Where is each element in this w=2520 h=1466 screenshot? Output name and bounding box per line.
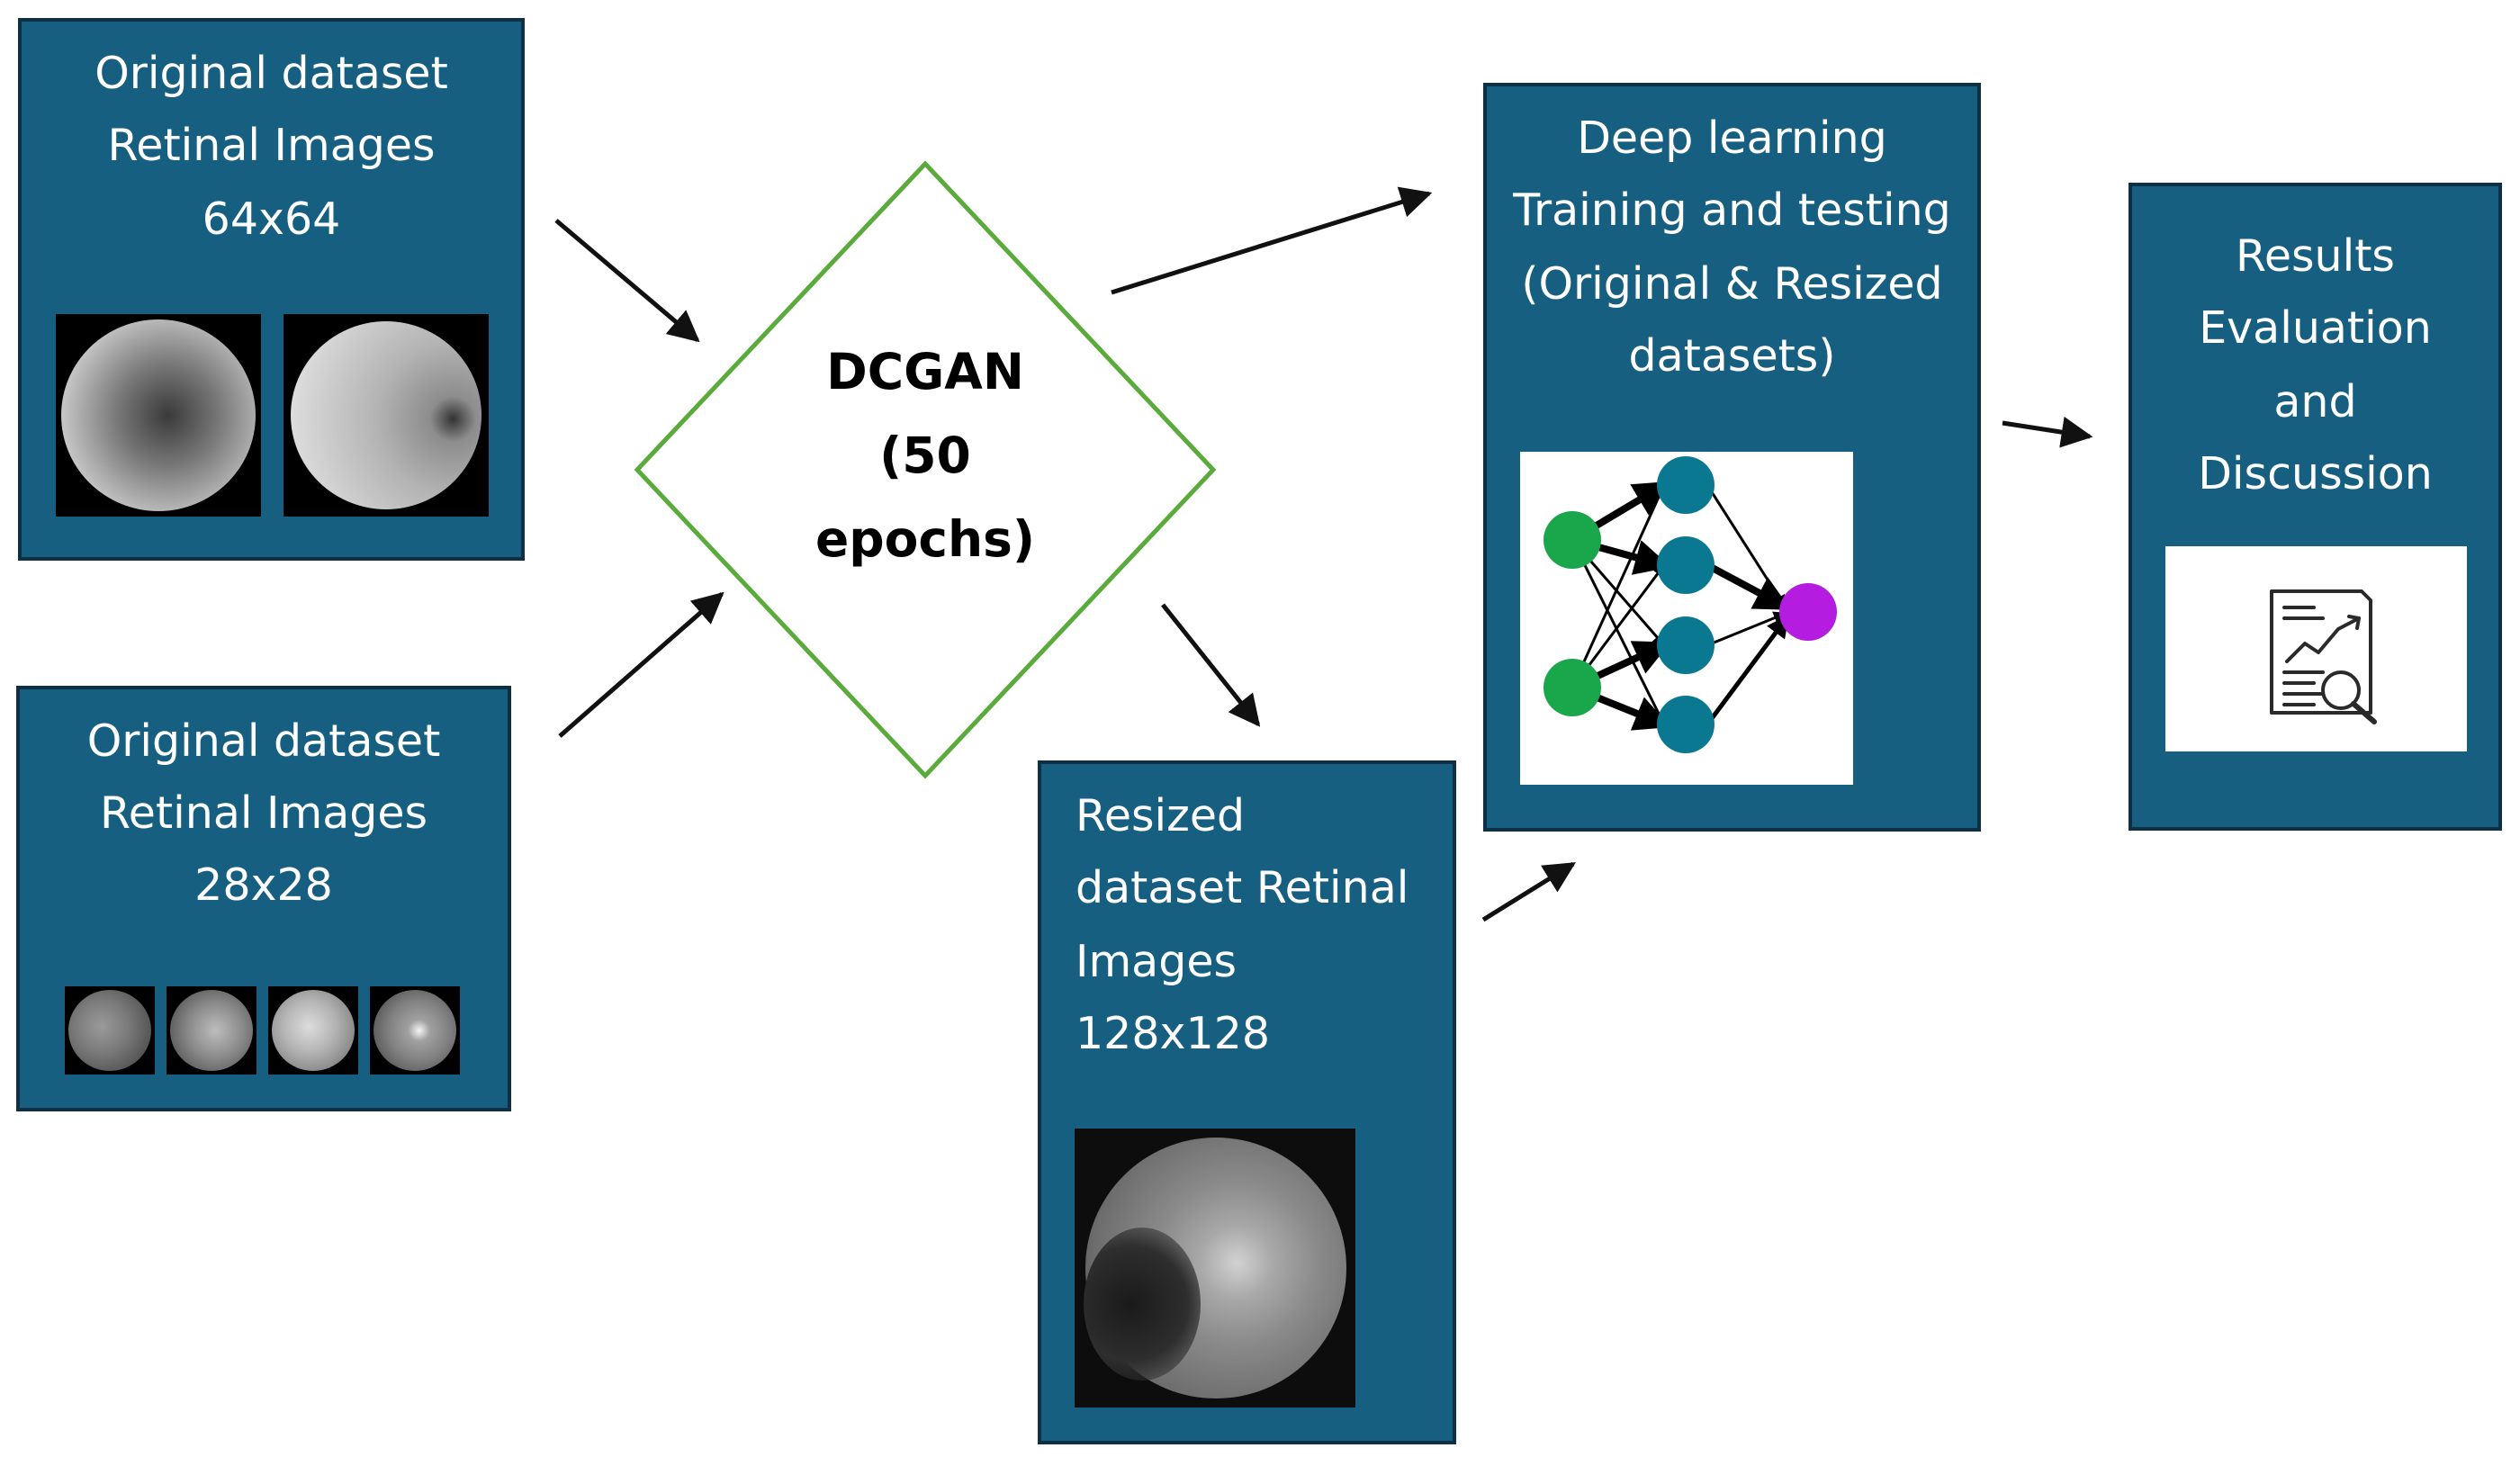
box-original-28-line-2: Retinal Images: [99, 787, 428, 839]
nn-hidden-node: [1657, 536, 1714, 594]
retina-thumb-28-c: [268, 986, 358, 1075]
retina-thumb-64-a: [56, 314, 261, 517]
box-original-64-line-1: Original dataset: [94, 48, 448, 99]
nn-edge: [1705, 614, 1789, 726]
box-results-line-2: Evaluation: [2199, 302, 2432, 354]
box-resized-128: Resized dataset Retinal Images 128x128: [1038, 760, 1456, 1444]
box-original-28: Original dataset Retinal Images 28x28: [16, 686, 511, 1111]
retina-thumb-28-a: [65, 986, 155, 1075]
box-original-28-line-1: Original dataset: [86, 715, 441, 767]
report-analysis-icon: [2270, 589, 2377, 724]
box-original-64-line-2: Retinal Images: [107, 120, 436, 171]
box-original-64-line-3: 64x64: [202, 193, 341, 245]
nn-edge: [1570, 539, 1666, 727]
retina-thumb-28-d: [370, 986, 460, 1075]
box-resized-line-4: 128x128: [1076, 1008, 1271, 1059]
box-results-line-3: and: [2273, 376, 2357, 427]
box-dl-line-2: Training and testing: [1513, 184, 1951, 236]
box-resized-line-2: dataset Retinal: [1076, 862, 1409, 913]
nn-output-node: [1779, 583, 1837, 641]
nn-hidden-node: [1657, 696, 1714, 753]
box-dl-line-1: Deep learning: [1577, 112, 1887, 164]
nn-input-node: [1544, 511, 1601, 569]
dcgan-label-line-3: epochs): [815, 510, 1035, 568]
box-results-line-1: Results: [2236, 230, 2395, 282]
retina-thumb-28-b: [166, 986, 256, 1075]
arrow-dl-to-results: [2002, 416, 2093, 448]
dcgan-label-line-2: (50: [879, 427, 971, 484]
dcgan-diamond: [634, 160, 1217, 779]
box-original-28-line-3: 28x28: [194, 859, 333, 911]
nn-hidden-node: [1657, 616, 1714, 674]
neural-network-icon: [1544, 456, 1837, 753]
report-panel: [2165, 546, 2467, 751]
box-results: Results Evaluation and Discussion: [2128, 183, 2502, 831]
arrow-resized-to-dl: [1481, 861, 1576, 922]
nn-hidden-node: [1657, 456, 1714, 514]
nn-edge: [1570, 482, 1666, 688]
retina-thumb-128: [1075, 1129, 1355, 1408]
neural-network-panel: [1520, 452, 1853, 785]
box-original-64: Original dataset Retinal Images 64x64: [18, 18, 525, 561]
arrow-dcgan-to-resized: [1161, 603, 1261, 727]
nn-input-node: [1544, 659, 1601, 716]
dcgan-label-line-1: DCGAN: [826, 343, 1024, 400]
arrow-64-to-dcgan: [554, 219, 700, 343]
box-dl-line-3: (Original & Resized: [1521, 258, 1943, 310]
box-resized-line-3: Images: [1076, 936, 1237, 987]
box-results-line-4: Discussion: [2198, 448, 2433, 499]
nn-edge: [1706, 562, 1792, 610]
box-dl-line-4: datasets): [1628, 330, 1836, 382]
box-resized-line-1: Resized: [1076, 790, 1246, 841]
retina-thumb-64-b: [284, 314, 489, 517]
arrow-28-to-dcgan: [558, 591, 724, 738]
arrow-dcgan-to-dl: [1111, 186, 1433, 295]
box-deep-learning: Deep learning Training and testing (Orig…: [1483, 83, 1981, 832]
